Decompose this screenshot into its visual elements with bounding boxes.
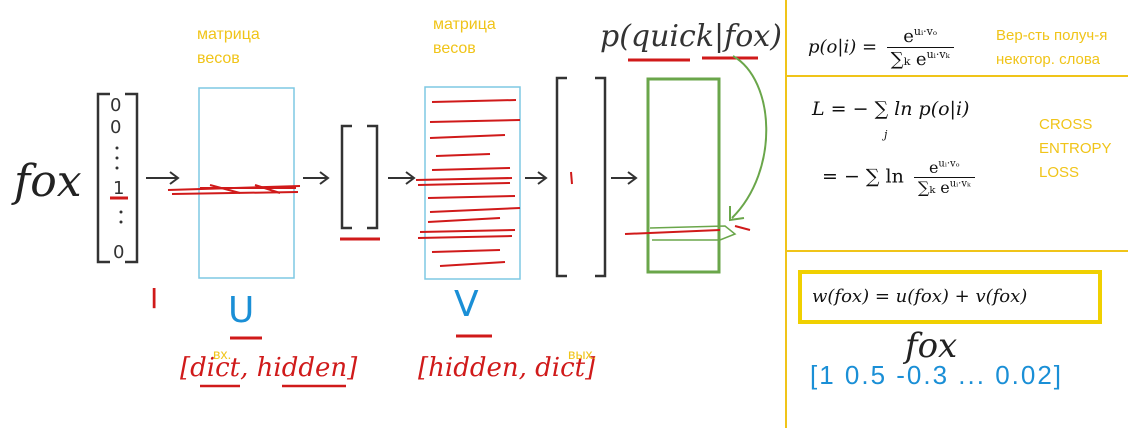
prob-formula-num: e [903, 26, 914, 47]
prob-note: Вер-сть получ-я некотор. слова [996, 24, 1107, 72]
input-vector-0b: 0 [110, 117, 121, 138]
weights-label-u-line2: весов [197, 50, 240, 67]
prob-formula: p(o|i) = euᵢ·vₒ ∑ₖ euᵢ·vₖ [808, 25, 954, 70]
input-word: fox [11, 156, 82, 207]
weights-label-v-line2: весов [433, 40, 476, 57]
prob-formula-den: ∑ₖ e [890, 49, 927, 70]
loss-line-1-text: L = − ∑ ln p(o|i) [812, 98, 970, 120]
divider-1 [787, 75, 1128, 77]
loss-frac-num: e [928, 158, 939, 177]
right-panel-divider [785, 0, 787, 428]
arrow-1 [146, 171, 180, 185]
w-formula-box [798, 270, 1102, 324]
loss-note-line1: CROSS [1039, 116, 1093, 133]
vector-values: [1 0.5 -0.3 ... 0.02] [810, 360, 1064, 390]
out-label: вых. [568, 346, 597, 362]
loss-note-line2: ENTROPY [1039, 140, 1112, 157]
input-vector-one: 1 [113, 178, 124, 199]
vector-word: fox [905, 326, 958, 366]
matrix-u-box [198, 87, 295, 279]
loss-frac-den-sup: uᵢ·vₖ [949, 178, 971, 190]
input-vector-0a: 0 [110, 95, 121, 116]
matrix-v-box [424, 86, 521, 280]
in-label: вх. [213, 346, 232, 362]
matrix-u-row-highlight [167, 184, 301, 195]
prob-note-line1: Вер-сть получ-я [996, 27, 1108, 44]
label-U: U [228, 290, 254, 331]
input-vector-0c: 0 [113, 242, 124, 263]
dims-u: [dict, hidden] [180, 353, 358, 383]
target-arrow [729, 55, 768, 222]
weights-label-v-line1: матрица [433, 16, 496, 33]
loss-note-line3: LOSS [1039, 164, 1080, 181]
target-label: p(quick|fox) [600, 19, 782, 54]
label-V: V [454, 284, 479, 325]
dims-v: [hidden, dict] [418, 353, 596, 383]
matrix-v-lines [415, 99, 521, 267]
divider-2 [787, 250, 1128, 252]
prob-formula-lhs: p(o|i) = [808, 36, 878, 58]
arrow-4 [525, 171, 548, 185]
loss-frac-num-sup: uᵢ·vₒ [938, 158, 960, 170]
w-formula: w(fox) = u(fox) + v(fox) [812, 286, 1028, 307]
loss-line-1-sub: j [884, 128, 888, 141]
label-I: I [150, 282, 158, 315]
prob-formula-num-sup: uᵢ·vₒ [913, 25, 938, 38]
prob-formula-den-sup: uᵢ·vₖ [926, 48, 950, 61]
softmax-output-box [646, 77, 721, 274]
weights-label-u-line1: матрица [197, 26, 260, 43]
loss-note: CROSS ENTROPY LOSS [1039, 113, 1112, 185]
prob-note-line2: некотор. слова [996, 51, 1100, 68]
input-vector-dots [115, 146, 123, 224]
arrow-3 [388, 171, 416, 185]
output-vector [555, 76, 607, 278]
softmax-target-row [624, 225, 751, 241]
loss-line-1: L = − ∑ ln p(o|i) [812, 98, 969, 120]
weights-label-u: матрица весов [197, 23, 260, 71]
loss-line-2: = − ∑ ln euᵢ·vₒ ∑ₖ euᵢ·vₖ [822, 158, 975, 197]
weights-label-v: матрица весов [433, 13, 496, 61]
loss-frac-den: ∑ₖ e [917, 178, 950, 197]
input-vector [96, 92, 139, 264]
loss-line-2-prefix: = − ∑ ln [822, 165, 904, 188]
output-vector-mark [570, 171, 573, 185]
arrow-2 [303, 171, 330, 185]
arrow-5 [611, 171, 638, 185]
hidden-vector [340, 124, 379, 230]
